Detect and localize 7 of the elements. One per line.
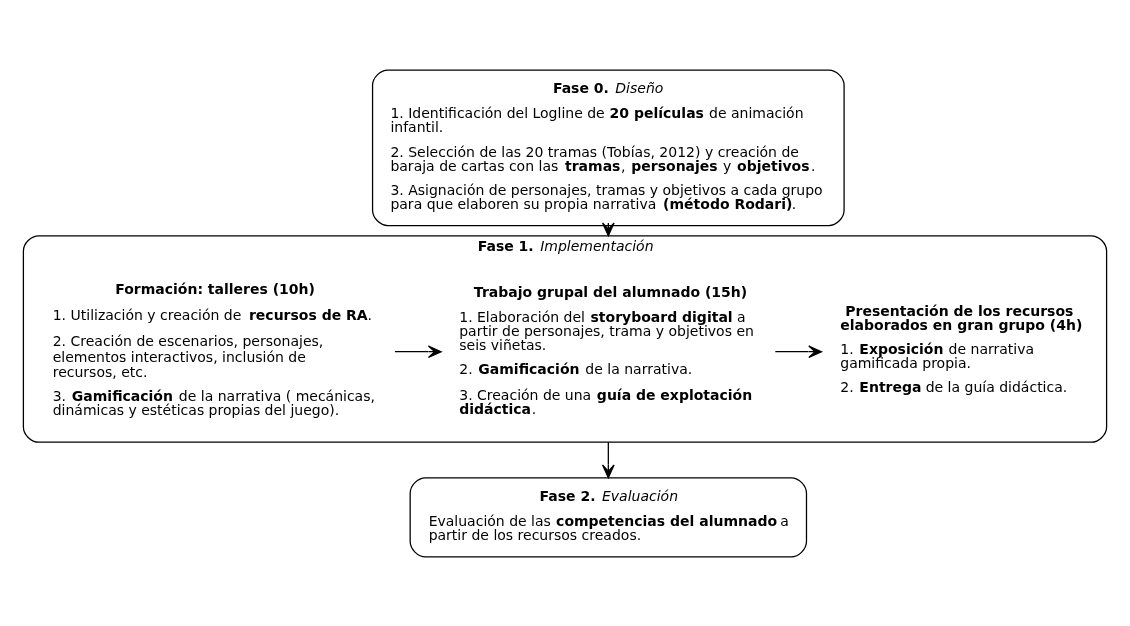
arrow xyxy=(774,344,823,358)
node-text: Presentación de los recursos elaborados en gran grupo (4h) 1. Exposición de narrativa gamificada propia. 2. Entrega de la guía didáctica. xyxy=(840,302,1083,395)
arrow xyxy=(601,441,615,478)
arrow xyxy=(394,344,442,358)
node-text: Formación: talleres (10h) 1. Utilización y creación de recursos de RA. 2. Creación de escenarios, personajes, elementos interactivos, inclusión de recursos, etc. 3. Gamificación de la narrativa ( mecánicas, dinámicas y estéticas propias del juego). xyxy=(52,280,375,418)
node-text: Trabajo grupal del alumnado (15h) 1. Elaboración del storyboard digital a partir de personajes, trama y objetivos en seis viñetas. 2. Gamificación de la narrativa. 3. Creación de una guía de explotación didáctica. xyxy=(459,283,754,417)
node-box: Fase 2. Evaluación Evaluación de las competencias del alumnado a partir de los recursos creados. xyxy=(409,476,808,558)
